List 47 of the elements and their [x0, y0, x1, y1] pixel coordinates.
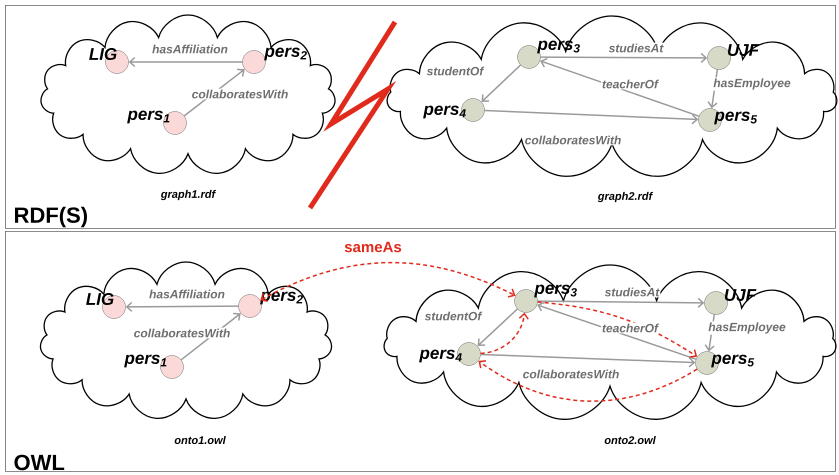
arrow — [128, 56, 242, 68]
edge-label: collaboratesWith — [524, 134, 622, 146]
node-label: pers — [423, 106, 459, 118]
arrow — [478, 308, 518, 346]
resource-node: pers$_{2}$ — [242, 48, 307, 74]
node-label: pers — [127, 110, 163, 124]
edge-label: studiesAt — [604, 286, 660, 298]
edge-label: collaboratesWith — [132, 328, 232, 338]
arrow — [538, 298, 704, 308]
node-label: pers — [124, 354, 160, 368]
node-label: pers — [419, 350, 455, 362]
file-caption: graph1.rdf — [160, 190, 216, 200]
resource-node: pers$_{1}$ — [124, 354, 184, 379]
resource-node: pers$_{1}$ — [127, 110, 187, 135]
arrow — [482, 64, 522, 102]
edge-label: hasEmployee — [712, 77, 792, 91]
file-caption: graph2.rdf — [598, 192, 654, 202]
edge-label: collaboratesWith — [190, 88, 290, 100]
edge-label: sameAs — [343, 240, 403, 254]
edge-label: teacherOf — [601, 78, 660, 90]
node-label: 5 — [748, 358, 754, 367]
resource-node: LIG — [89, 48, 129, 74]
edge-label: studiesAt — [608, 42, 664, 54]
edge-label: hasEmployee — [707, 321, 787, 335]
resource-node: pers$_{5}$ — [695, 351, 754, 375]
resource-node: pers$_{4}$ — [419, 342, 481, 366]
resource-node: pers$_{4}$ — [423, 98, 485, 122]
arrow — [540, 52, 708, 63]
dashed-arrow — [260, 262, 516, 302]
edge-label: studentOf — [424, 310, 482, 322]
edge-label: collaboratesWith — [522, 368, 620, 380]
edge-label: studentOf — [426, 66, 484, 76]
arrow — [540, 58, 700, 117]
arrow — [484, 110, 698, 124]
file-caption: onto2.owl — [604, 436, 656, 444]
arrow — [126, 302, 238, 312]
file-caption: onto1.owl — [174, 436, 226, 444]
node-label: pers$_{2}$ — [264, 48, 307, 60]
node-label: 5 — [750, 115, 758, 124]
resource-node: pers$_{5}$ — [698, 108, 758, 132]
dashed-arrow — [478, 360, 698, 402]
edge-label: hasAffiliation — [148, 288, 226, 300]
edge-label: teacherOf — [601, 322, 660, 334]
resource-node: LIG — [86, 293, 126, 319]
dashed-arrow — [480, 312, 529, 354]
arrow — [480, 354, 696, 368]
edge-label: hasAffiliation — [151, 44, 229, 54]
